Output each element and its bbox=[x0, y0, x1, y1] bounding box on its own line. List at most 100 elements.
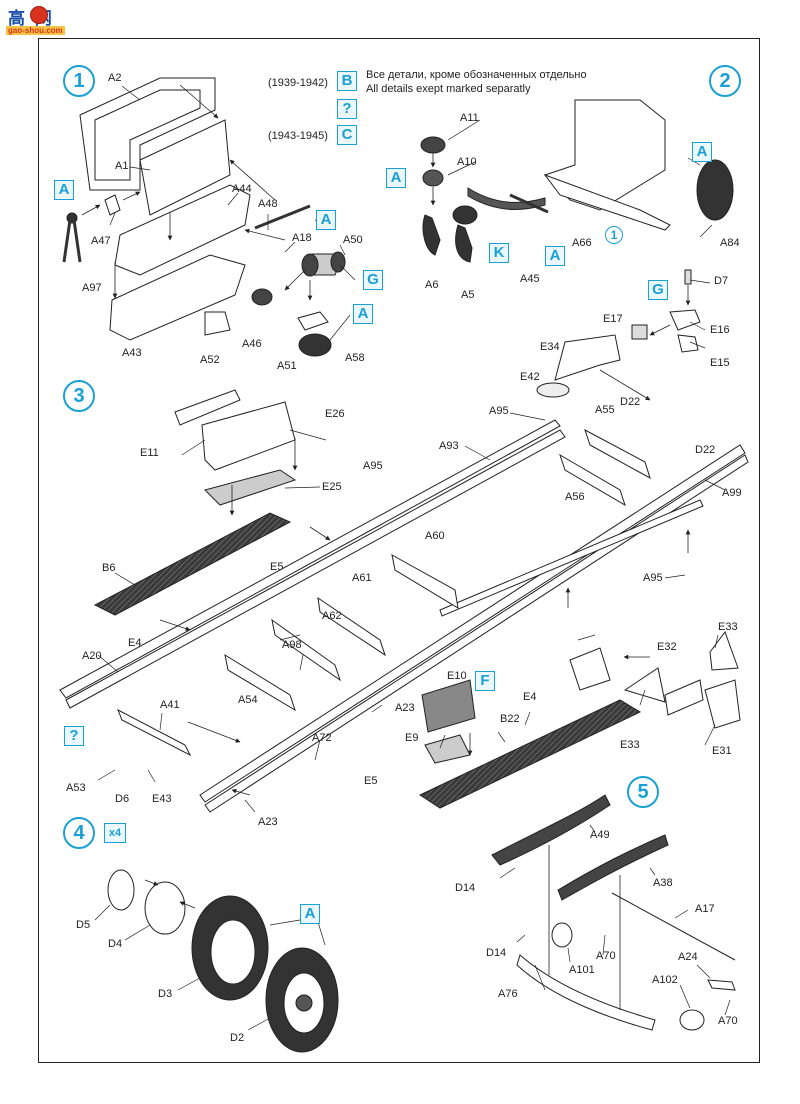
tag-c: C bbox=[337, 125, 357, 145]
part-label: A58 bbox=[345, 352, 365, 364]
part-label: A6 bbox=[425, 279, 439, 291]
part-label: E4 bbox=[128, 637, 142, 649]
part-label: E25 bbox=[322, 481, 342, 493]
part-label: A50 bbox=[343, 234, 363, 246]
part-label: E10 bbox=[447, 670, 467, 682]
part-label: A17 bbox=[695, 903, 715, 915]
part-label: A84 bbox=[720, 237, 740, 249]
part-label: E26 bbox=[325, 408, 345, 420]
step-1-marker: 1 bbox=[63, 65, 95, 97]
part-label: A97 bbox=[82, 282, 102, 294]
part-label: E16 bbox=[710, 324, 730, 336]
site-watermark: 高 网 gao-shou.com bbox=[6, 4, 76, 38]
part-label: E32 bbox=[657, 641, 677, 653]
part-label: A53 bbox=[66, 782, 86, 794]
part-label: A72 bbox=[312, 732, 332, 744]
part-label: A38 bbox=[653, 877, 673, 889]
callout-a: A bbox=[316, 210, 336, 230]
part-label: E4 bbox=[523, 691, 537, 703]
part-label: A55 bbox=[595, 404, 615, 416]
part-label: A102 bbox=[652, 974, 678, 986]
watermark-logo-icon bbox=[30, 6, 48, 24]
part-label: A18 bbox=[292, 232, 312, 244]
part-label: A44 bbox=[232, 183, 252, 195]
era-1939-1942: (1939-1942) bbox=[268, 77, 328, 89]
part-label: D5 bbox=[76, 919, 91, 931]
part-label: B6 bbox=[102, 562, 116, 574]
part-label: A60 bbox=[425, 530, 445, 542]
part-label: D6 bbox=[115, 793, 130, 805]
part-label: A51 bbox=[277, 360, 297, 372]
part-label: E42 bbox=[520, 371, 540, 383]
step3-crossmembers bbox=[117, 428, 651, 757]
part-label: A76 bbox=[498, 988, 518, 1000]
legend-note-ru: Все детали, кроме обозначенных отдельно bbox=[366, 69, 587, 81]
part-label: E33 bbox=[718, 621, 738, 633]
part-label: D4 bbox=[108, 938, 123, 950]
step-2-ref-step-1: 1 bbox=[605, 226, 623, 244]
callout-g: G bbox=[648, 280, 668, 300]
part-label: A1 bbox=[115, 160, 129, 172]
part-label: A23 bbox=[258, 816, 278, 828]
part-label: A61 bbox=[352, 572, 372, 584]
step1-radiator bbox=[79, 77, 216, 191]
callout-a: A bbox=[692, 142, 712, 162]
part-label: E43 bbox=[152, 793, 172, 805]
step3-right-running-board bbox=[418, 699, 642, 809]
part-label: A5 bbox=[461, 289, 475, 301]
part-label: A20 bbox=[82, 650, 102, 662]
part-label: A24 bbox=[678, 951, 698, 963]
part-label: E11 bbox=[140, 447, 159, 459]
step3-frame-rails bbox=[59, 419, 749, 813]
part-label: A54 bbox=[238, 694, 258, 706]
part-label: E9 bbox=[405, 732, 419, 744]
part-label: A70 bbox=[718, 1015, 738, 1027]
callout-k: K bbox=[489, 243, 509, 263]
callout-a: A bbox=[386, 168, 406, 188]
part-label: A49 bbox=[590, 829, 610, 841]
part-label: D3 bbox=[158, 988, 173, 1000]
callout-f: F bbox=[475, 671, 495, 691]
part-label: E34 bbox=[540, 341, 560, 353]
part-label: A46 bbox=[242, 338, 262, 350]
part-label: B22 bbox=[500, 713, 520, 725]
callout-g: G bbox=[363, 270, 383, 290]
part-label: D14 bbox=[486, 947, 507, 959]
instruction-sheet-frame bbox=[38, 38, 760, 1063]
legend-note-en: All details exept marked separatly bbox=[366, 83, 531, 95]
part-label: A47 bbox=[91, 235, 111, 247]
part-label: D7 bbox=[714, 275, 729, 287]
part-label: D22 bbox=[695, 444, 716, 456]
step3-left-running-board bbox=[93, 512, 292, 616]
part-label: A11 bbox=[460, 112, 479, 124]
part-label: A62 bbox=[322, 610, 342, 622]
part-label: D14 bbox=[455, 882, 476, 894]
step2-engine bbox=[420, 99, 734, 263]
part-label: A56 bbox=[565, 491, 585, 503]
callout-a: A bbox=[545, 246, 565, 266]
part-label: A93 bbox=[439, 440, 459, 452]
callout-a: A bbox=[54, 180, 74, 200]
step5-springs-axle bbox=[491, 794, 736, 1031]
part-label: A101 bbox=[569, 964, 595, 976]
watermark-site: gao-shou.com bbox=[6, 26, 65, 35]
tag-unknown: ? bbox=[337, 99, 357, 119]
part-label: A66 bbox=[572, 237, 592, 249]
step-4-multiplier: x4 bbox=[104, 823, 126, 843]
step2-steering-parts bbox=[536, 269, 701, 398]
part-label: A2 bbox=[108, 72, 122, 84]
part-label: D2 bbox=[230, 1032, 245, 1044]
part-label: D22 bbox=[620, 396, 641, 408]
step4-wheels bbox=[107, 869, 339, 1053]
callout-a: A bbox=[300, 904, 320, 924]
step3-fender-brackets bbox=[421, 630, 741, 764]
part-label: A95 bbox=[363, 460, 383, 472]
part-label: A99 bbox=[722, 487, 742, 499]
step1-small-parts bbox=[62, 194, 346, 357]
step3-battery-box bbox=[174, 389, 297, 506]
part-label: E15 bbox=[710, 357, 730, 369]
part-label: E5 bbox=[270, 561, 284, 573]
part-label: A23 bbox=[395, 702, 415, 714]
step-3-marker: 3 bbox=[63, 380, 95, 412]
part-label: E31 bbox=[712, 745, 732, 757]
